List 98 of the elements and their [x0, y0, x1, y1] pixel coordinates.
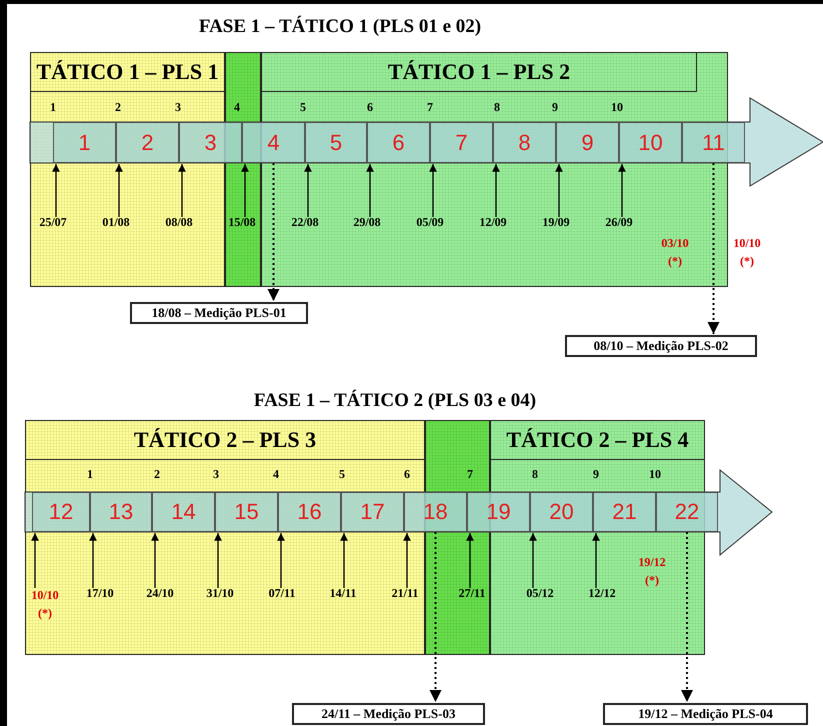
week-number: 5 [300, 100, 306, 115]
date-label: 26/09 [605, 215, 633, 230]
date-label: 17/10 [86, 586, 114, 601]
date-label: 21/11 [392, 586, 418, 601]
date-label: 19/09 [542, 215, 570, 230]
pointer-arrow [429, 164, 437, 217]
pointer-arrow [178, 164, 186, 217]
pointer-arrow [592, 533, 600, 588]
week-number: 10 [649, 467, 661, 482]
date-note: 19/12 (*) [637, 554, 667, 589]
date-label: 14/11 [330, 586, 356, 601]
week-cell: 21 [593, 492, 656, 532]
week-number: 2 [115, 100, 121, 115]
week-number: 7 [427, 100, 433, 115]
dotted-arrow [681, 532, 693, 702]
week-cell: 2 [116, 122, 179, 163]
week-cell: 17 [341, 492, 404, 532]
date-label: 24/10 [146, 586, 174, 601]
week-number: 4 [273, 467, 279, 482]
week-number: 1 [87, 467, 93, 482]
date-label: 15/08 [228, 215, 256, 230]
date-label: 31/10 [206, 586, 234, 601]
week-number: 6 [367, 100, 373, 115]
week-cell: 18 [404, 492, 467, 532]
date-label: 29/08 [353, 215, 381, 230]
week-number: 10 [611, 100, 623, 115]
week-cell: 8 [493, 122, 556, 163]
pointer-arrow [529, 533, 537, 588]
date-label: 05/12 [526, 586, 554, 601]
week-cell: 6 [367, 122, 430, 163]
week-cell: 5 [305, 122, 367, 163]
measurement-box: 08/10 – Medição PLS-02 [565, 335, 757, 357]
week-number: 8 [494, 100, 500, 115]
pointer-arrow [31, 533, 39, 588]
date-note: 10/10 (*) [732, 235, 762, 270]
date-label: 22/08 [291, 215, 319, 230]
dotted-arrow [430, 532, 442, 702]
week-cell: 16 [278, 492, 341, 532]
week-cell: 15 [215, 492, 278, 532]
week-number: 9 [552, 100, 558, 115]
pointer-arrow [304, 164, 312, 217]
pointer-arrow [492, 164, 500, 217]
date-label: 12/12 [588, 586, 616, 601]
week-number: 3 [213, 467, 219, 482]
measurement-box: 24/11 – Medição PLS-03 [292, 703, 485, 725]
date-label: 05/09 [416, 215, 444, 230]
pointer-arrow [151, 533, 159, 588]
week-cell: 1 [53, 122, 116, 163]
pointer-arrow [115, 164, 123, 217]
date-note: 03/10 (*) [660, 235, 690, 270]
pointer-arrow [340, 533, 348, 588]
date-label: 01/08 [102, 215, 130, 230]
date-label: 08/08 [165, 215, 193, 230]
week-cell: 11 [682, 122, 745, 163]
week-cell: 14 [152, 492, 215, 532]
date-label: 12/09 [479, 215, 507, 230]
date-label: 07/11 [268, 586, 296, 601]
pointer-arrow [366, 164, 374, 217]
measurement-box: 19/12 – Medição PLS-04 [603, 703, 808, 725]
week-number: 6 [404, 467, 410, 482]
week-cell: 19 [467, 492, 530, 532]
date-label: 10/10 (*) [28, 586, 62, 622]
pointer-arrow [618, 164, 626, 217]
week-number: 9 [593, 467, 599, 482]
week-cell: 4 [242, 122, 305, 163]
week-cell: 13 [90, 492, 152, 532]
week-cell: 10 [619, 122, 682, 163]
week-cell: 22 [656, 492, 718, 532]
week-number: 4 [234, 100, 240, 115]
pointer-arrow [214, 533, 222, 588]
pointer-arrow [277, 533, 285, 588]
week-cell: 12 [32, 492, 90, 532]
week-cell: 7 [430, 122, 493, 163]
dotted-arrow [268, 163, 280, 301]
pointer-arrow [466, 533, 474, 588]
week-number: 1 [50, 100, 56, 115]
week-number: 5 [339, 467, 345, 482]
week-number: 2 [154, 467, 160, 482]
date-label: 27/11 [458, 586, 486, 601]
week-cell: 20 [530, 492, 593, 532]
week-number: 3 [175, 100, 181, 115]
pointer-arrow [52, 164, 60, 217]
phase-title: FASE 1 – TÁTICO 2 (PLS 03 e 04) [254, 390, 536, 412]
week-number: 8 [532, 467, 538, 482]
dotted-arrow [708, 163, 720, 334]
week-cell: 9 [556, 122, 619, 163]
timeline-arrow [30, 98, 823, 186]
pointer-arrow [241, 164, 249, 217]
date-label: 25/07 [39, 215, 67, 230]
pointer-arrow [555, 164, 563, 217]
timeline-arrow [25, 470, 772, 555]
week-cell: 3 [179, 122, 242, 163]
pointer-arrow [89, 533, 97, 588]
measurement-box: 18/08 – Medição PLS-01 [130, 302, 308, 324]
pointer-arrow [403, 533, 411, 588]
week-number: 7 [467, 467, 473, 482]
region-heading: TÁTICO 1 – PLS 2 [261, 52, 697, 92]
phase-title: FASE 1 – TÁTICO 1 (PLS 01 e 02) [198, 16, 482, 38]
